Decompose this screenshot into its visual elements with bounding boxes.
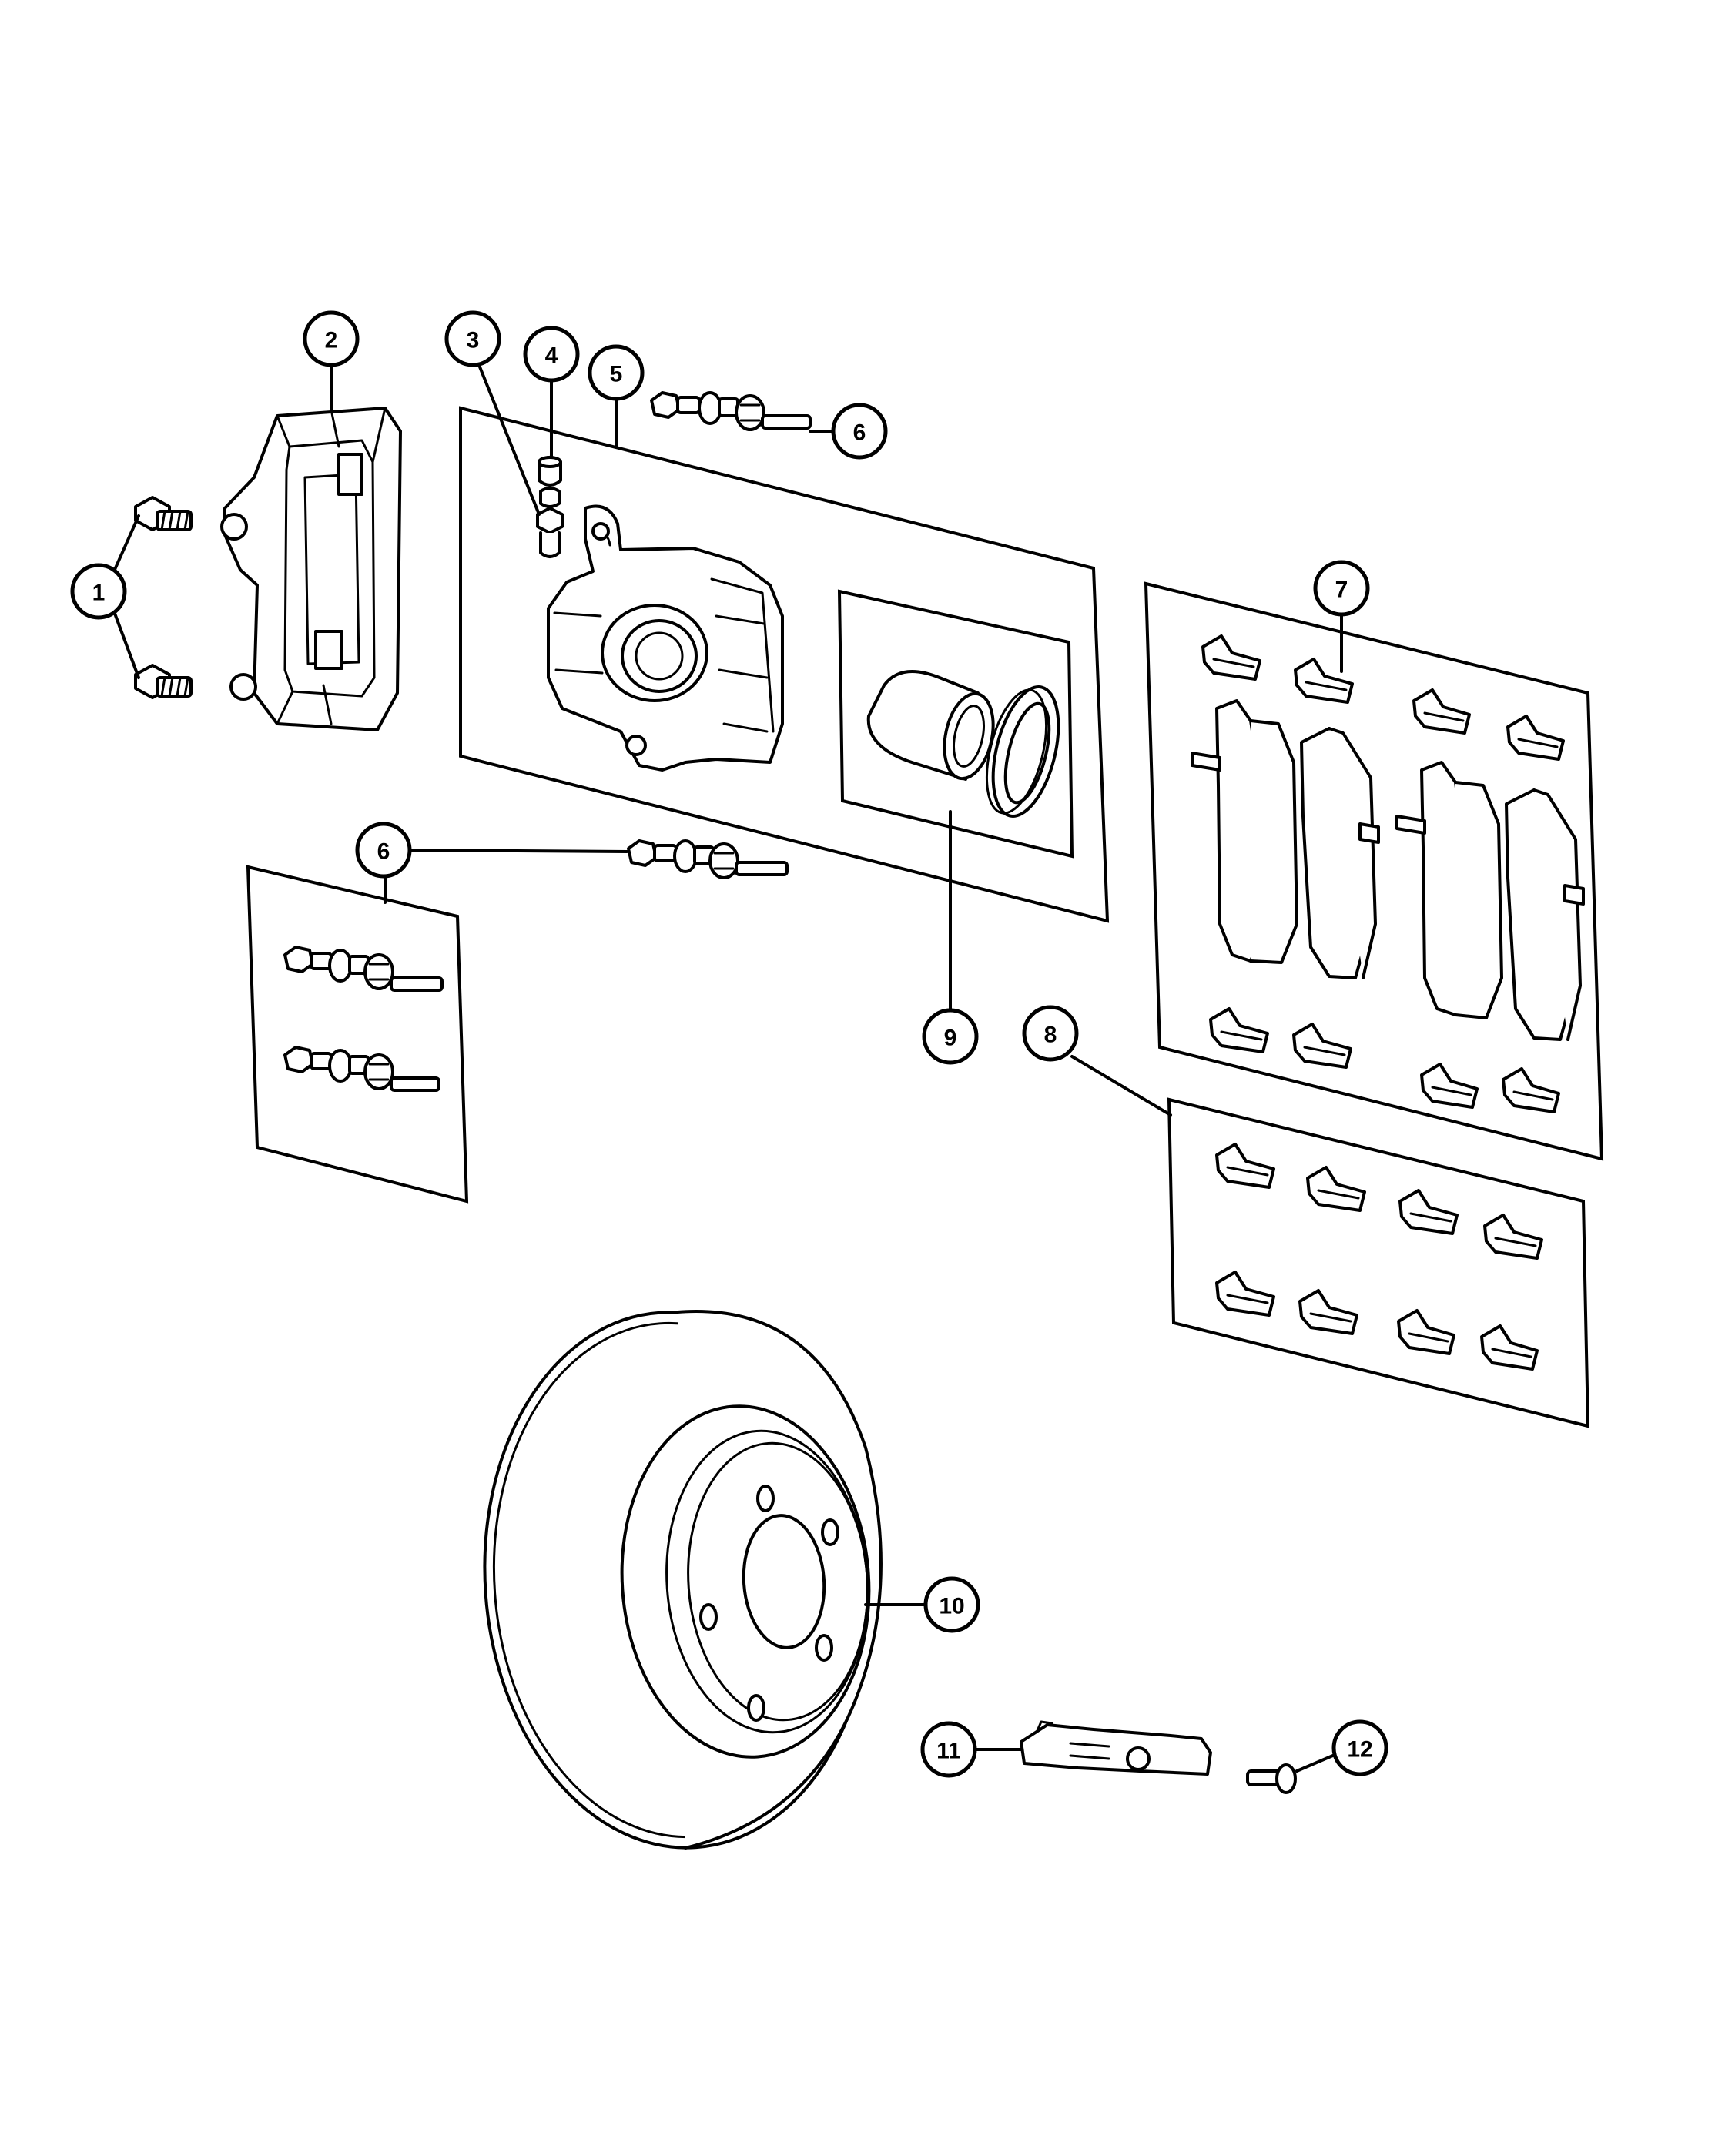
callout-1: 1 xyxy=(70,563,127,620)
brake-pad-outer-right xyxy=(1505,788,1585,1041)
guide-pin-top xyxy=(650,391,812,431)
anti-rattle-clip xyxy=(1201,634,1261,681)
anti-rattle-clip xyxy=(1209,1007,1269,1053)
svg-text:4: 4 xyxy=(545,343,558,369)
anti-rattle-clip xyxy=(1412,688,1471,735)
callout-5: 5 xyxy=(588,344,645,401)
wear-sensor xyxy=(1020,1720,1212,1776)
svg-text:5: 5 xyxy=(610,362,623,387)
svg-text:7: 7 xyxy=(1335,578,1348,603)
svg-text:8: 8 xyxy=(1044,1023,1057,1048)
callout-8: 8 xyxy=(1022,1005,1079,1062)
callout-10: 10 xyxy=(923,1576,980,1633)
svg-text:2: 2 xyxy=(325,328,338,353)
guide-pin-middle xyxy=(627,839,789,879)
caliper-adapter-bracket xyxy=(220,407,402,732)
brake-pad-inner-left xyxy=(1191,699,1298,964)
piston-seal xyxy=(986,685,1060,818)
callout-6-kit: 6 xyxy=(355,822,412,879)
sensor-screw xyxy=(1246,1763,1297,1794)
anti-rattle-clip xyxy=(1294,658,1354,704)
guide-pin-kit-upper xyxy=(283,946,444,992)
callout-3: 3 xyxy=(444,310,501,367)
brake-pad-outer-left xyxy=(1300,727,1380,979)
clip xyxy=(1215,1143,1275,1189)
svg-text:10: 10 xyxy=(939,1594,964,1619)
anti-rattle-clip xyxy=(1420,1063,1479,1109)
svg-text:6: 6 xyxy=(377,839,390,865)
bleeder-cap xyxy=(538,456,562,508)
clip xyxy=(1483,1214,1543,1260)
anti-rattle-clip xyxy=(1502,1067,1560,1113)
mounting-bolt-upper xyxy=(134,496,193,531)
clip xyxy=(1215,1270,1275,1317)
bleeder-screw xyxy=(536,507,564,558)
mounting-bolt-lower xyxy=(134,664,193,699)
clip xyxy=(1397,1309,1455,1355)
callout-7: 7 xyxy=(1313,560,1370,617)
svg-text:3: 3 xyxy=(467,328,480,353)
callout-9: 9 xyxy=(922,1008,979,1065)
callout-11: 11 xyxy=(920,1721,977,1778)
callout-6-top: 6 xyxy=(831,403,888,460)
clip xyxy=(1398,1189,1459,1235)
brake-caliper xyxy=(547,504,784,772)
clip-kit xyxy=(1215,1143,1543,1371)
anti-rattle-clip xyxy=(1292,1023,1352,1069)
svg-text:6: 6 xyxy=(853,420,866,446)
callout-4: 4 xyxy=(523,326,580,383)
svg-text:1: 1 xyxy=(92,581,106,606)
svg-text:11: 11 xyxy=(936,1739,961,1764)
clip xyxy=(1480,1324,1539,1371)
guide-pin-kit-panel xyxy=(246,865,469,1204)
anti-rattle-clip xyxy=(1506,715,1565,761)
brake-pad-inner-right xyxy=(1395,761,1503,1019)
clip xyxy=(1298,1289,1358,1335)
svg-text:9: 9 xyxy=(944,1026,957,1051)
caliper-piston xyxy=(866,670,995,781)
brake-rotor xyxy=(483,1310,883,1850)
clip xyxy=(1306,1166,1366,1212)
svg-text:12: 12 xyxy=(1347,1737,1372,1763)
brake-pad-kit xyxy=(1191,634,1585,1113)
guide-pin-kit-lower xyxy=(283,1046,440,1092)
callout-12: 12 xyxy=(1331,1719,1388,1776)
callout-2: 2 xyxy=(303,310,360,367)
